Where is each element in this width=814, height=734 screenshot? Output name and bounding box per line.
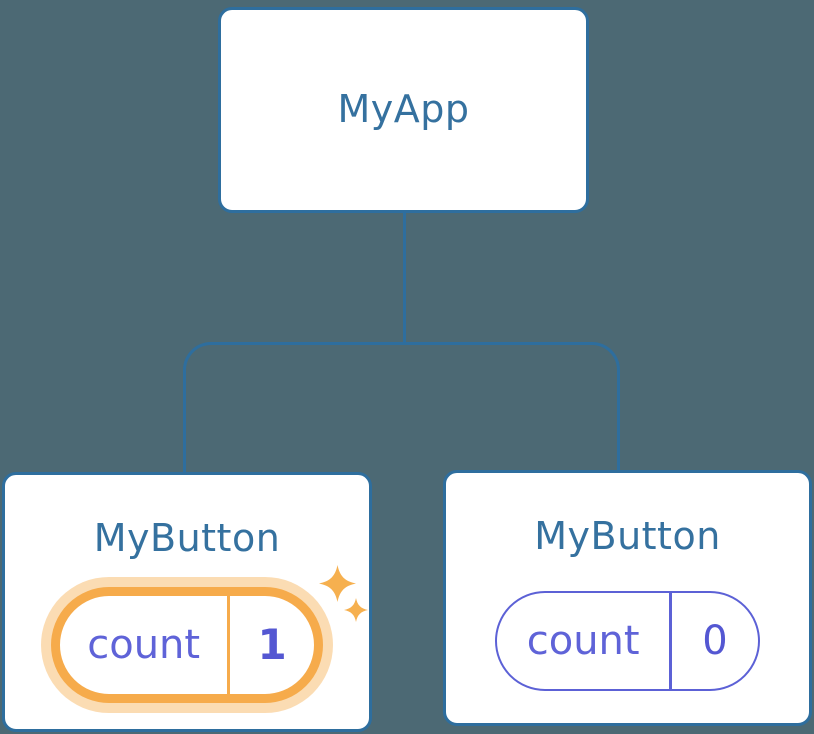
- node-mybutton-right: MyButton count 0: [443, 470, 812, 726]
- pill-divider: [227, 595, 231, 694]
- root-connector-stem: [403, 211, 406, 345]
- node-title: MyButton: [534, 514, 721, 558]
- pill-divider: [669, 592, 672, 689]
- sparkle-small-icon: [344, 598, 368, 622]
- node-title: MyApp: [337, 87, 470, 132]
- children-connector-bracket: [183, 342, 620, 473]
- state-pill-highlighted: count 1: [51, 586, 323, 703]
- state-label: count: [87, 621, 201, 668]
- sparkle-large-icon: [319, 565, 356, 602]
- node-title: MyButton: [93, 516, 281, 560]
- state-pill: count 0: [495, 590, 760, 691]
- state-value: 0: [702, 617, 728, 664]
- state-label: count: [526, 617, 640, 664]
- node-mybutton-left: MyButton count 1: [2, 472, 372, 732]
- node-myapp: MyApp: [218, 7, 589, 213]
- state-value: 1: [257, 620, 287, 670]
